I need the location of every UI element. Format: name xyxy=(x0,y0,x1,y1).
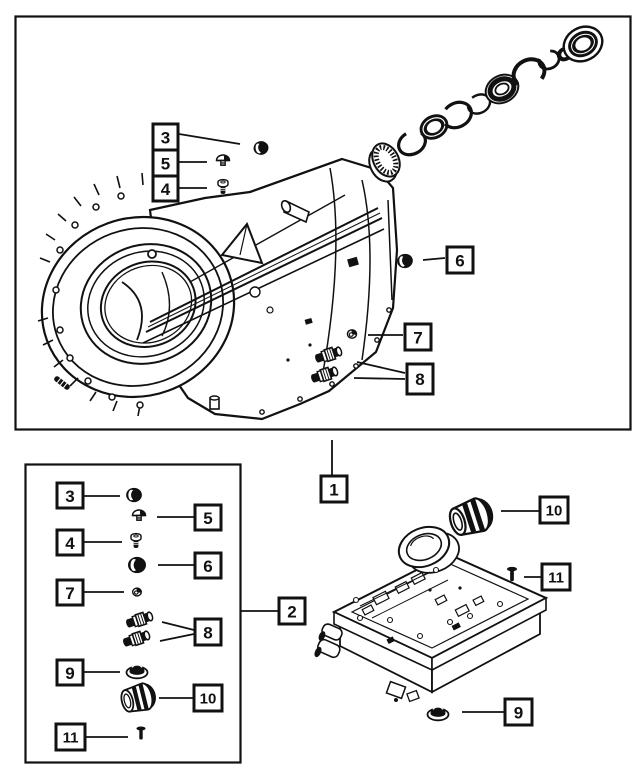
leader-line xyxy=(178,133,241,145)
callout-legend-8[interactable]: 8 xyxy=(193,617,223,647)
svg-text:4: 4 xyxy=(65,534,75,553)
svg-text:9: 9 xyxy=(514,704,523,723)
legend-plug-3 xyxy=(126,487,142,503)
legend-plug-6 xyxy=(128,556,146,574)
sleeve-part xyxy=(209,395,220,410)
case-breather-detail xyxy=(280,199,310,224)
case-triangle-detail xyxy=(220,222,264,265)
legend-panel-border xyxy=(24,463,242,764)
bolt-part-11 xyxy=(506,566,518,582)
bolt-part-4 xyxy=(217,178,229,195)
callout-legend-5[interactable]: 5 xyxy=(193,503,223,532)
callout-valve-9[interactable]: 9 xyxy=(503,697,534,727)
svg-text:3: 3 xyxy=(65,487,74,506)
callout-legend-10[interactable]: 10 xyxy=(192,683,224,713)
legend-connector-10 xyxy=(117,679,160,717)
output-seal xyxy=(562,25,604,63)
plug-part-6 xyxy=(396,252,414,270)
leader-line xyxy=(356,361,406,374)
callout-legend-6[interactable]: 6 xyxy=(193,551,223,580)
callout-legend-panel-2[interactable]: 2 xyxy=(277,596,307,626)
c-clip-ring xyxy=(511,57,547,89)
callout-legend-3[interactable]: 3 xyxy=(55,481,85,510)
legend-stud-11 xyxy=(136,726,146,740)
legend-seal-9 xyxy=(125,663,149,680)
bell-interior-detail xyxy=(121,249,171,341)
valve-body-foot xyxy=(385,680,420,703)
svg-text:9: 9 xyxy=(65,664,74,683)
legend-sensor-8a xyxy=(123,609,155,631)
seal-ring xyxy=(419,114,449,140)
transmission-case-drawing xyxy=(37,157,399,421)
leader-line xyxy=(422,257,446,261)
solenoid-cluster xyxy=(314,623,343,659)
svg-text:2: 2 xyxy=(287,603,296,622)
svg-text:8: 8 xyxy=(415,370,424,389)
ball-bearing xyxy=(484,73,520,105)
callout-valve-10[interactable]: 10 xyxy=(538,495,570,525)
callout-legend-9[interactable]: 9 xyxy=(55,658,85,687)
callout-case-7[interactable]: 7 xyxy=(403,322,433,352)
svg-text:11: 11 xyxy=(63,730,79,747)
svg-text:11: 11 xyxy=(548,570,564,587)
svg-text:6: 6 xyxy=(455,252,464,271)
bell-flange-ribs xyxy=(37,172,144,417)
case-rail-lines xyxy=(142,194,385,344)
callout-case-5[interactable]: 5 xyxy=(151,148,180,178)
svg-text:3: 3 xyxy=(161,129,170,148)
top-panel-border xyxy=(14,15,632,431)
callout-case-8[interactable]: 8 xyxy=(405,362,435,396)
svg-text:6: 6 xyxy=(203,557,212,576)
valve-body-surface-details xyxy=(352,566,504,645)
callout-valve-11[interactable]: 11 xyxy=(540,562,572,592)
svg-text:10: 10 xyxy=(200,691,217,708)
svg-text:1: 1 xyxy=(329,481,338,500)
case-seams xyxy=(249,158,393,379)
snap-ring xyxy=(441,100,473,130)
svg-text:8: 8 xyxy=(203,624,212,643)
svg-text:5: 5 xyxy=(203,509,212,528)
callout-legend-7[interactable]: 7 xyxy=(55,578,85,607)
callout-case-3[interactable]: 3 xyxy=(151,122,180,152)
callout-case-4[interactable]: 4 xyxy=(151,174,180,203)
legend-nut-7 xyxy=(132,587,143,597)
leader-line xyxy=(161,621,195,631)
callout-assembly-1[interactable]: 1 xyxy=(319,474,349,504)
seal-part-9 xyxy=(426,705,450,722)
legend-screw-5 xyxy=(131,509,147,522)
callout-legend-11[interactable]: 11 xyxy=(54,722,87,752)
svg-text:10: 10 xyxy=(546,503,563,520)
connector-part-10 xyxy=(444,493,499,541)
legend-bolt-4 xyxy=(130,532,142,549)
svg-text:5: 5 xyxy=(161,155,170,174)
accumulator-housing xyxy=(397,525,460,574)
leader-line xyxy=(159,633,195,642)
callout-case-6[interactable]: 6 xyxy=(445,245,475,275)
nut-part-7 xyxy=(346,329,358,339)
svg-text:7: 7 xyxy=(413,329,422,348)
output-bearing-ring-series xyxy=(368,25,604,183)
legend-sensor-8b xyxy=(120,628,152,650)
valve-body-drawing xyxy=(314,525,549,703)
leader-line xyxy=(353,377,406,380)
svg-text:7: 7 xyxy=(65,584,74,603)
svg-text:4: 4 xyxy=(161,180,171,199)
case-surface-details xyxy=(249,256,392,415)
plug-part-3 xyxy=(252,140,270,156)
screw-part-5 xyxy=(215,154,231,167)
bell-flange-bolt-holes xyxy=(52,192,144,409)
needle-bearing xyxy=(368,142,401,183)
dowel-pin-part xyxy=(54,376,70,390)
callout-legend-4[interactable]: 4 xyxy=(55,528,85,557)
